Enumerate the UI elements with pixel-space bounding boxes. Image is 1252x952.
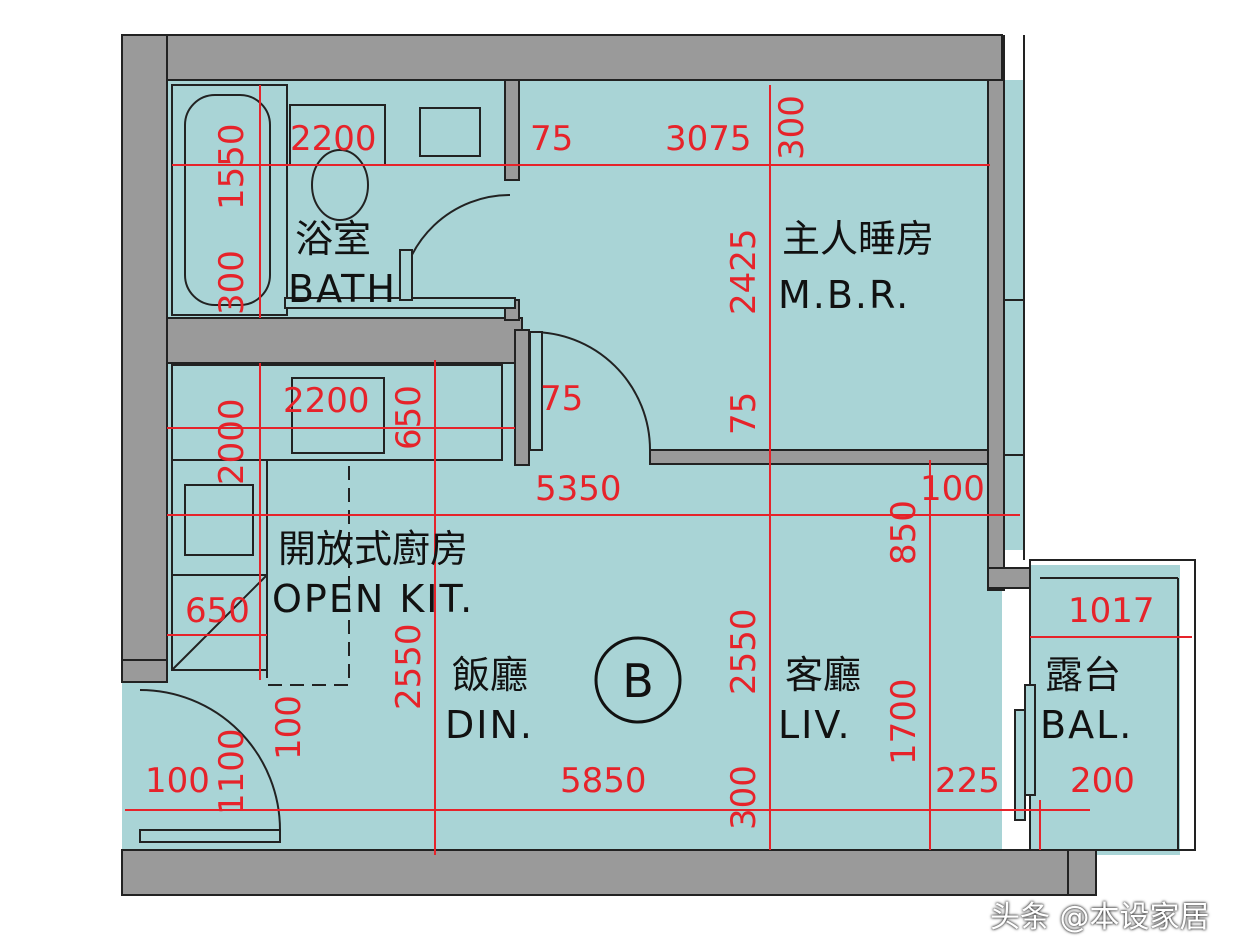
interior-walls bbox=[121, 79, 1031, 683]
dim-1017: 1017 bbox=[1068, 591, 1155, 631]
dim-2200-mid: 2200 bbox=[283, 381, 370, 421]
dim-2550-left: 2550 bbox=[389, 623, 429, 710]
din-label-en: DIN. bbox=[445, 703, 534, 747]
unit-label: B bbox=[622, 654, 654, 708]
dim-2425: 2425 bbox=[724, 228, 764, 315]
dim-650-kit: 650 bbox=[185, 591, 250, 631]
dimension-labels: 2200 75 3075 2200 75 5350 100 1017 650 1… bbox=[145, 119, 1155, 801]
dim-2000: 2000 bbox=[212, 398, 252, 485]
kitchen-fixtures bbox=[171, 364, 503, 686]
exterior-walls bbox=[121, 34, 1097, 896]
room-labels: 浴室 BATH 主人睡房 M.B.R. 開放式廚房 OPEN KIT. 飯廳 D… bbox=[272, 217, 1133, 747]
din-label-zh: 飯廳 bbox=[452, 653, 528, 697]
dim-200: 200 bbox=[1070, 761, 1135, 801]
dim-5350: 5350 bbox=[535, 469, 622, 509]
mbr-label-en: M.B.R. bbox=[778, 273, 910, 317]
bal-label-zh: 露台 bbox=[1045, 653, 1121, 697]
bath-fixtures bbox=[171, 84, 516, 316]
dim-75-mbr: 75 bbox=[724, 392, 764, 435]
dim-300-bath: 300 bbox=[212, 250, 252, 315]
dim-300-top: 300 bbox=[772, 95, 812, 160]
dim-1550: 1550 bbox=[212, 123, 252, 210]
dim-100-left: 100 bbox=[145, 761, 210, 801]
dim-5850: 5850 bbox=[560, 761, 647, 801]
liv-label-en: LIV. bbox=[778, 703, 852, 747]
dim-1700: 1700 bbox=[884, 678, 924, 765]
mbr-label-zh: 主人睡房 bbox=[782, 217, 934, 261]
dim-300-bottom: 300 bbox=[724, 765, 764, 830]
dim-100-right: 100 bbox=[920, 469, 985, 509]
dim-1100: 1100 bbox=[212, 728, 252, 815]
unit-badge: B bbox=[594, 636, 682, 724]
liv-label-zh: 客廳 bbox=[785, 653, 861, 697]
dimension-lines bbox=[125, 85, 1192, 855]
dim-75-mid: 75 bbox=[540, 379, 583, 419]
kit-label-en: OPEN KIT. bbox=[272, 577, 474, 621]
dim-2200-top: 2200 bbox=[290, 119, 377, 159]
watermark: 头条 @本设家居 bbox=[990, 900, 1210, 935]
dim-3075: 3075 bbox=[665, 119, 752, 159]
dim-100-entry: 100 bbox=[269, 695, 309, 760]
dim-850: 850 bbox=[884, 500, 924, 565]
dim-75-top: 75 bbox=[530, 119, 573, 159]
doors bbox=[139, 193, 1036, 843]
bath-label-zh: 浴室 bbox=[295, 217, 371, 261]
dim-225: 225 bbox=[935, 761, 1000, 801]
bal-label-en: BAL. bbox=[1040, 703, 1133, 747]
kit-label-zh: 開放式廚房 bbox=[278, 527, 468, 571]
dim-2550-right: 2550 bbox=[724, 608, 764, 695]
dim-650-mid: 650 bbox=[389, 385, 429, 450]
bath-label-en: BATH bbox=[288, 267, 397, 311]
dimension-labels-vertical: 300 1550 300 2425 650 75 2000 850 2550 2… bbox=[212, 95, 924, 830]
